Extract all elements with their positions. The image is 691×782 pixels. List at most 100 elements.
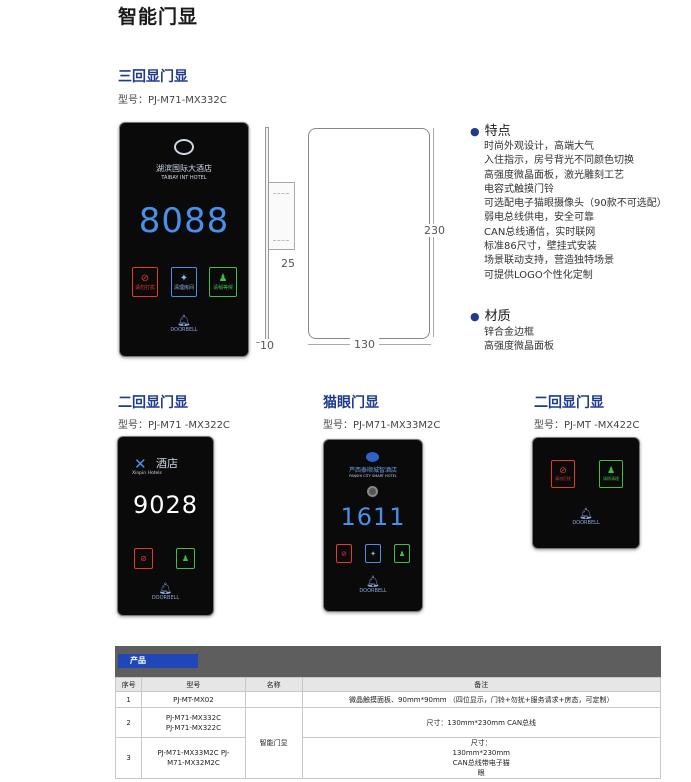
product-table-header-bar	[115, 646, 661, 677]
bullet-icon: ●	[470, 125, 480, 138]
dnd-label: 请勿打扰	[555, 476, 571, 481]
table-row: 1 PJ-MT-MX02 微晶触摸面板、90mm*90mm （四位显示，门铃+勿…	[114, 691, 661, 708]
row-name	[244, 691, 303, 708]
hotel-name: 酒店	[156, 457, 178, 470]
please-wait-button[interactable]: ♟ 请稍清理	[599, 460, 623, 488]
feature-item: 高强度微晶面板，激光雕刻工艺	[484, 169, 624, 181]
table-header-row: 序号 型号 名称 备注	[114, 677, 661, 692]
model-text: 型号：PJ-M71-MX332C	[118, 95, 227, 106]
model-text: 型号：PJ-M71-MX33M2C	[323, 420, 441, 431]
features-list: 时尚外观设计，高端大气 入住指示，房号背光不同颜色切换 高强度微晶面板，激光雕刻…	[484, 140, 667, 283]
feature-item: 时尚外观设计，高端大气	[484, 141, 594, 152]
person-icon: ♟	[218, 273, 228, 284]
doorbell-button[interactable]: 🔔︎ DOORBELL	[356, 575, 390, 595]
table-row: 3 PJ-M71-MX33M2C PJ-M71-MX32M2C 尺寸：130mm…	[114, 737, 661, 779]
col-header: 型号	[141, 677, 246, 692]
please-wait-label: 请稍清理	[603, 476, 619, 481]
col-header: 备注	[301, 677, 661, 692]
bell-icon: 🔔︎	[177, 314, 191, 327]
doorbell-button[interactable]: 🔔︎ DOORBELL	[164, 314, 204, 334]
row-model: PJ-MT-MX02	[141, 691, 246, 708]
broom-icon: ✦	[179, 273, 189, 284]
row-number: 1	[114, 691, 143, 708]
material-item: 锌合金边框	[484, 327, 534, 338]
please-wait-button[interactable]: ♟ 请稍等候	[209, 267, 237, 297]
col-header: 名称	[244, 677, 303, 692]
features-heading: ●特点	[470, 124, 511, 139]
dnd-icon: ⊘	[559, 466, 567, 476]
door-panel-peephole: 芦西泰顺城智酒店 PANSHI CITY SMART HOTEL 1611 ⊘ …	[323, 439, 423, 612]
row-note: 尺寸：130mm*230mm CAN总线带电子猫眼	[301, 737, 661, 779]
person-icon: ♟	[181, 554, 190, 563]
row-number: 2	[114, 707, 143, 738]
hotel-logo-icon	[174, 139, 194, 155]
hotel-name-en: Xinpin Hotels	[132, 471, 162, 476]
row-note: 微晶触摸面板、90mm*90mm （四位显示，门铃+勿扰+服务请求+房态，可定制…	[301, 691, 661, 708]
table-row: 2 PJ-M71-MX332C PJ-M71-MX322C 智能门显 尺寸：13…	[114, 707, 661, 779]
bell-icon: 🔔︎	[579, 507, 593, 520]
model-text: 型号：PJ-M71 -MX322C	[118, 420, 230, 431]
bell-icon: 🔔︎	[366, 575, 380, 588]
x-logo-icon: ✕	[134, 455, 147, 473]
dnd-icon: ⊘	[341, 549, 347, 558]
material-list: 锌合金边框 高强度微晶面板	[484, 326, 554, 355]
model-text: 型号：PJ-MT -MX422C	[534, 420, 640, 431]
feature-item: 标准86尺寸，壁挂式安装	[484, 241, 597, 253]
doorbell-label: DOORBELL	[359, 588, 387, 594]
feature-item: 可提供LOGO个性化定制	[484, 269, 593, 281]
section-title-peephole: 猫眼门显	[323, 395, 379, 411]
please-wait-button[interactable]: ♟	[176, 548, 195, 569]
dimension-thickness: 10	[260, 339, 274, 352]
product-banner-label: 产品	[130, 656, 146, 665]
please-wait-label: 请稍等候	[212, 285, 233, 291]
person-icon: ♟	[398, 549, 406, 558]
hotel-name-en: PANSHI CITY SMART HOTEL	[349, 474, 397, 478]
hotel-name: 湖滨国际大酒店	[156, 164, 212, 173]
door-panel-square: ⊘ 请勿打扰 ♟ 请稍清理 🔔︎ DOORBELL	[532, 437, 640, 549]
hotel-name: 芦西泰顺城智酒店	[348, 467, 397, 474]
feature-item: CAN总线通信，实时联网	[484, 226, 596, 238]
clean-room-button[interactable]: ✦ 清理房间	[171, 267, 197, 297]
person-icon: ♟	[606, 466, 616, 476]
dnd-button[interactable]: ⊘ 请勿打扰	[551, 460, 575, 488]
bullet-icon: ●	[470, 310, 480, 323]
row-name: 智能门显	[244, 707, 303, 779]
hotel-name-en: TAIBAY INT HOTEL	[161, 175, 207, 181]
feature-item: 电容式触摸门铃	[484, 183, 554, 195]
page-title: 智能门显	[118, 6, 199, 28]
hotel-logo-icon	[366, 452, 379, 462]
dimension-depth: 25	[281, 257, 295, 270]
row-model: PJ-M71-MX33M2C PJ-M71-MX32M2C	[141, 737, 246, 779]
room-number: 1611	[340, 503, 406, 531]
product-banner: 产品	[118, 654, 198, 668]
material-item: 高强度微晶面板	[484, 341, 554, 353]
dnd-button[interactable]: ⊘	[336, 544, 352, 563]
clean-room-label: 清理房间	[173, 285, 194, 291]
broom-icon: ✦	[370, 549, 376, 558]
feature-item: 可选配电子猫眼摄像头（90款不可选配）	[484, 198, 667, 210]
product-table: 序号 型号 名称 备注 1 PJ-MT-MX02 微晶触摸面板、90mm*90m…	[114, 677, 661, 779]
doorbell-button[interactable]: 🔔︎ DOORBELL	[568, 507, 604, 527]
clean-room-button[interactable]: ✦	[365, 544, 381, 563]
bell-icon: 🔔︎	[158, 582, 173, 595]
dnd-button[interactable]: ⊘	[134, 548, 153, 569]
room-number: 8088	[138, 201, 230, 241]
door-panel-front: 湖滨国际大酒店 TAIBAY INT HOTEL 8088 ⊘ 请勿打扰 ✦ 清…	[119, 122, 249, 357]
col-header: 序号	[114, 677, 143, 692]
dimension-width: 130	[350, 338, 379, 351]
dimension-height: 230	[424, 224, 445, 237]
please-wait-button[interactable]: ♟	[394, 544, 410, 563]
section-title-two-display: 二回显门显	[118, 395, 188, 411]
door-panel-two-display: ✕ 酒店 Xinpin Hotels 9028 ⊘ ♟ 🔔︎ DOORBELL	[117, 436, 214, 616]
doorbell-button[interactable]: 🔔︎ DOORBELL	[148, 582, 183, 602]
section-title-two-display-square: 二回显门显	[534, 395, 604, 411]
panel-outline-drawing	[308, 128, 430, 339]
side-view-drawing	[265, 127, 295, 345]
row-model: PJ-M71-MX332C PJ-M71-MX322C	[141, 707, 246, 738]
row-number: 3	[114, 737, 143, 779]
feature-item: 弱电总线供电，安全可靠	[484, 212, 594, 224]
dnd-label: 请勿打扰	[134, 285, 155, 291]
doorbell-label: DOORBELL	[170, 327, 198, 333]
dnd-button[interactable]: ⊘ 请勿打扰	[132, 267, 158, 297]
dnd-icon: ⊘	[140, 554, 147, 563]
